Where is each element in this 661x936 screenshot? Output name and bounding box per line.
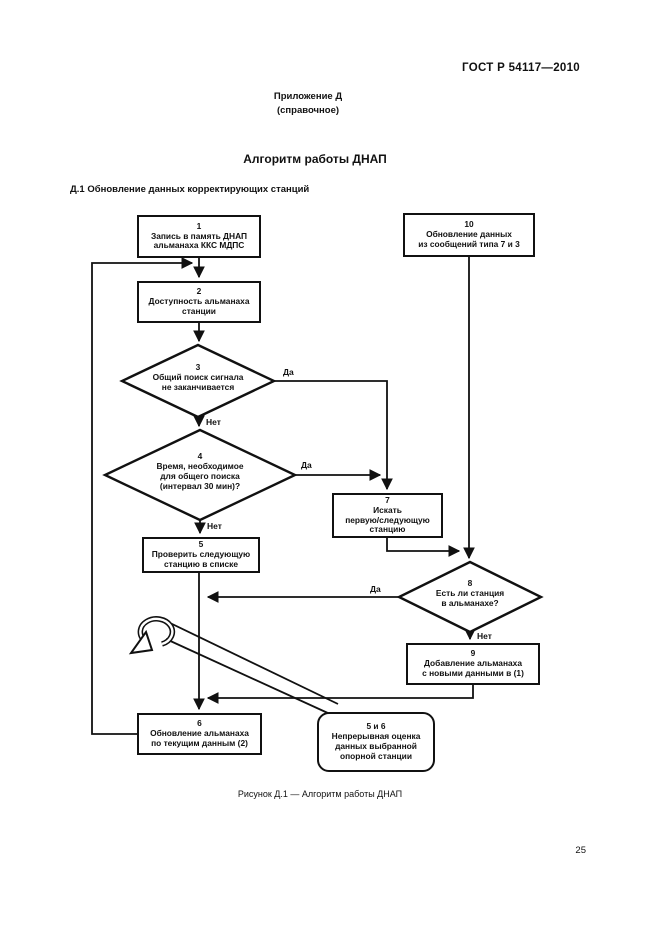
block-text: не заканчивается	[161, 381, 235, 392]
flow-block-6: 6 Обновление альманаха по текущим данным…	[137, 713, 262, 755]
block-number: 8	[467, 578, 473, 588]
annex-heading: Приложение Д (справочное)	[0, 90, 616, 118]
block-number: 4	[197, 451, 203, 461]
edge-label-no-8: Нет	[477, 631, 492, 641]
edge-label-no-4: Нет	[207, 521, 222, 531]
block-text: станции	[182, 305, 216, 316]
flow-decision-8: 8 Есть ли станция в альманахе?	[400, 578, 540, 609]
edge-label-yes-8: Да	[370, 584, 381, 594]
connector-7-merge	[386, 538, 461, 557]
block-text: Запись в память ДНАП	[150, 230, 248, 241]
block-number: 1	[196, 220, 202, 231]
flow-block-10: 10 Обновление данных из сообщений типа 7…	[403, 213, 535, 257]
block-text: Обновление альманаха	[150, 728, 249, 739]
block-text: опорной станции	[340, 750, 412, 761]
flow-decision-4: 4 Время, необходимое для общего поиска (…	[110, 451, 290, 492]
block-text: по текущим данным (2)	[151, 737, 248, 748]
page-title: Алгоритм работы ДНАП	[243, 152, 387, 166]
block-text: из сообщений типа 7 и 3	[418, 238, 520, 249]
block-text: первую/следующую	[345, 514, 430, 525]
figure-caption: Рисунок Д.1 — Алгоритм работы ДНАП	[237, 789, 403, 799]
block-number: 6	[197, 718, 202, 729]
edge-label-yes-4: Да	[301, 460, 312, 470]
block-number: 10	[464, 219, 474, 230]
block-text: Непрерывная оценка	[331, 731, 421, 742]
block-text: с новыми данными в (1)	[422, 667, 524, 678]
section-heading: Д.1 Обновление данных корректирующих ста…	[70, 184, 310, 195]
decision-8-shape	[396, 560, 544, 634]
flow-block-9: 9 Добавление альманаха с новыми данными …	[406, 643, 540, 685]
block-text: Искать	[373, 504, 402, 515]
block-text: Доступность альманаха	[148, 296, 250, 307]
flow-block-1: 1 Запись в память ДНАП альманаха ККС МДП…	[137, 215, 261, 258]
flow-block-7: 7 Искать первую/следующую станцию	[332, 493, 443, 538]
block-text: альманаха ККС МДПС	[153, 240, 245, 251]
loop-doodle-icon	[128, 616, 176, 655]
flow-block-2: 2 Доступность альманаха станции	[137, 281, 261, 323]
edge-label-yes-3: Да	[283, 367, 294, 377]
flow-decision-3: 3 Общий поиск сигнала не заканчивается	[128, 362, 268, 393]
block-number: 2	[196, 286, 202, 297]
decision-4-shape	[102, 428, 298, 522]
block-number: 3	[195, 362, 201, 372]
annex-subtitle: (справочное)	[276, 104, 340, 116]
doc-reference: ГОСТ Р 54117—2010	[462, 62, 580, 74]
block-text: Проверить следующую	[151, 549, 251, 560]
callout-tail-lower	[165, 638, 331, 715]
block-number: 5	[198, 539, 204, 550]
edge-label-no-3: Нет	[206, 417, 221, 427]
block-text: Обновление данных	[426, 229, 512, 240]
block-number: 7	[385, 494, 390, 505]
block-number: 5 и 6	[366, 721, 386, 732]
block-text: станцию	[369, 524, 406, 535]
connector-3-yes-7	[274, 380, 393, 491]
block-text: станцию в списке	[163, 558, 239, 569]
annex-title: Приложение Д	[273, 91, 343, 102]
decision-3-shape	[119, 343, 277, 419]
connector-feedback-loop	[91, 257, 194, 735]
flow-block-5: 5 Проверить следующую станцию в списке	[142, 537, 260, 573]
flow-callout-5-6: 5 и 6 Непрерывная оценка данных выбранно…	[317, 712, 435, 772]
block-text: для общего поиска	[160, 470, 240, 481]
block-text: данных выбранной	[335, 741, 417, 751]
connector-9-spine	[206, 685, 474, 704]
block-text: Есть ли станция	[435, 587, 505, 598]
block-text: Время, необходимое	[156, 460, 244, 471]
page-number: 25	[575, 845, 586, 856]
callout-tail-upper	[167, 621, 339, 705]
block-text: в альманахе?	[441, 597, 499, 608]
block-text: (интервал 30 мин)?	[159, 480, 241, 491]
block-text: Общий поиск сигнала	[152, 371, 244, 382]
block-text: Добавление альманаха	[423, 658, 522, 669]
block-number: 9	[470, 648, 476, 659]
